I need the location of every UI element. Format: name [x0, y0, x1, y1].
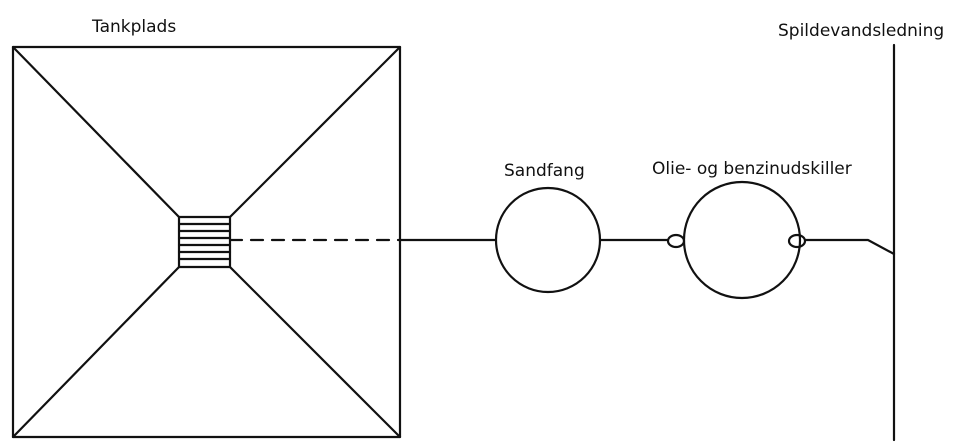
tank-area — [11, 45, 402, 439]
tank-diagonal-top-right — [228, 45, 402, 219]
drain-grate — [177, 215, 232, 269]
oil-separator-circle — [682, 180, 802, 300]
drain-grate-frame — [177, 215, 232, 269]
separator-outlet-fitting — [787, 233, 807, 249]
label-tankplads: Tankplads — [91, 17, 176, 37]
label-oil-separator: Olie- og benzinudskiller — [652, 159, 852, 179]
label-sandfang: Sandfang — [504, 161, 585, 181]
sand-trap-circle — [494, 186, 602, 294]
tank-diagonal-bottom-right — [228, 265, 402, 439]
pipe-to-sewer — [803, 238, 896, 256]
label-spildevandsledning: Spildevandsledning — [778, 21, 944, 41]
tank-diagonal-bottom-left — [11, 265, 181, 439]
separator-inlet-fitting — [666, 233, 686, 249]
tank-area-outline — [11, 45, 402, 439]
tank-diagonal-top-left — [11, 45, 181, 219]
